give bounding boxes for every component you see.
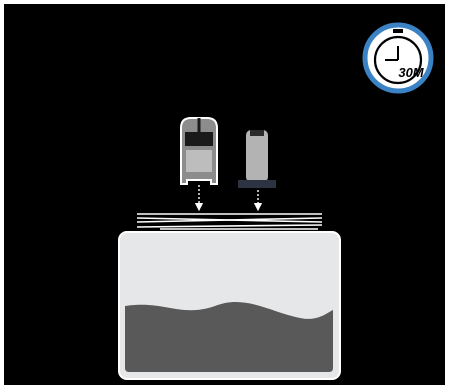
dual-chamber-cartridge-icon	[181, 118, 217, 184]
container-with-liquid-icon	[119, 232, 340, 379]
timer-badge: 30M	[365, 25, 431, 91]
timer-label: 30M	[398, 65, 424, 80]
stopwatch-crown	[393, 29, 403, 33]
cartridge-dock	[238, 180, 276, 188]
